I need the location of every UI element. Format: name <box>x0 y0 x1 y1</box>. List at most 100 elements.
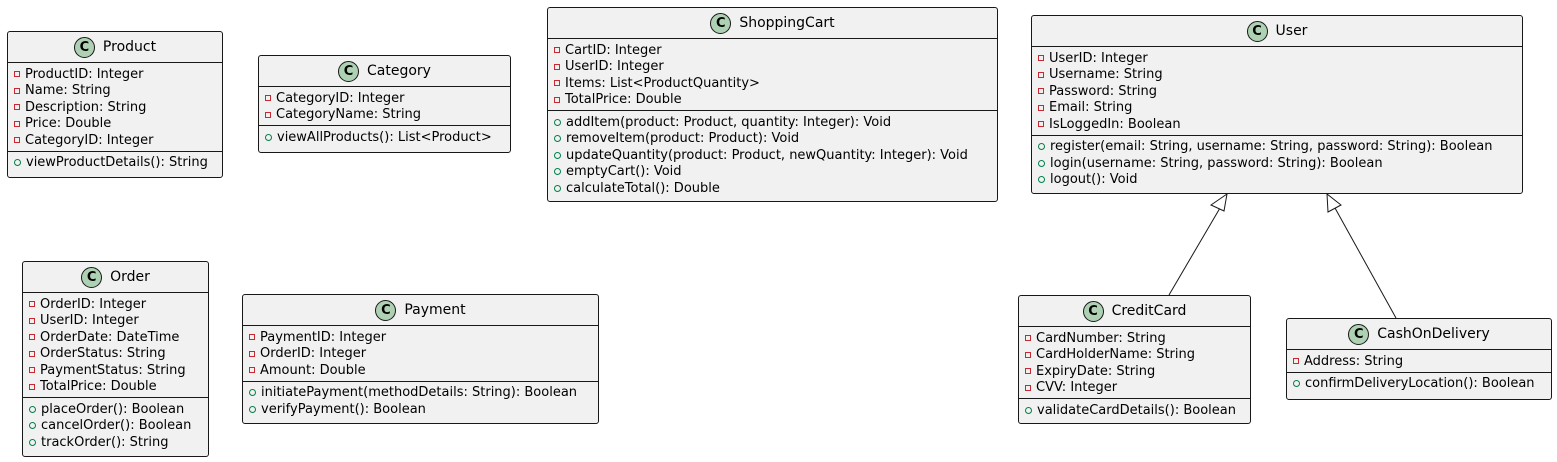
private-visibility-icon <box>29 334 35 341</box>
attribute-row: Name: String <box>8 83 222 100</box>
class-name: ShoppingCart <box>739 15 835 31</box>
private-visibility-icon <box>1025 384 1031 391</box>
method-row: confirmDeliveryLocation(): Boolean <box>1287 376 1551 393</box>
method-text: initiatePayment(methodDetails: String): … <box>261 385 578 401</box>
public-visibility-icon <box>1038 143 1045 151</box>
private-visibility-icon <box>14 71 20 78</box>
method-row: updateQuantity(product: Product, newQuan… <box>548 147 997 164</box>
attribute-text: CartID: Integer <box>565 42 662 58</box>
attribute-row: CategoryName: String <box>259 107 510 124</box>
attribute-row: IsLoggedIn: Boolean <box>1032 116 1522 133</box>
public-visibility-icon <box>14 159 21 167</box>
class-stereotype-icon: C <box>710 12 732 34</box>
attribute-row: UserID: Integer <box>23 313 208 330</box>
private-visibility-icon <box>1025 368 1031 375</box>
class-header: C ShoppingCart <box>548 8 997 39</box>
method-text: emptyCart(): Void <box>566 164 682 180</box>
method-text: logout(): Void <box>1050 172 1138 188</box>
attribute-text: CategoryName: String <box>276 107 422 123</box>
class-header: C Product <box>8 32 222 63</box>
public-visibility-icon <box>554 168 561 176</box>
class-stereotype-icon: C <box>375 299 397 321</box>
method-row: verifyPayment(): Boolean <box>243 401 598 418</box>
attribute-text: PaymentStatus: String <box>40 362 186 378</box>
attribute-row: CardNumber: String <box>1019 330 1250 347</box>
method-row: logout(): Void <box>1032 172 1522 189</box>
public-visibility-icon <box>554 118 561 126</box>
attribute-row: OrderDate: DateTime <box>23 329 208 346</box>
attribute-row: Items: List<ProductQuantity> <box>548 75 997 92</box>
attribute-text: Email: String <box>1049 100 1133 116</box>
attribute-row: CardHolderName: String <box>1019 347 1250 364</box>
class-name: Product <box>102 39 157 55</box>
attribute-row: ExpiryDate: String <box>1019 363 1250 380</box>
public-visibility-icon <box>249 389 256 397</box>
attribute-text: UserID: Integer <box>40 313 139 329</box>
attribute-text: ProductID: Integer <box>25 66 144 82</box>
private-visibility-icon <box>14 104 20 111</box>
class-name: CashOnDelivery <box>1377 326 1490 342</box>
attribute-text: Address: String <box>1304 353 1404 369</box>
attribute-row: Password: String <box>1032 83 1522 100</box>
public-visibility-icon <box>1025 406 1032 414</box>
private-visibility-icon <box>265 95 271 102</box>
private-visibility-icon <box>554 80 560 87</box>
attribute-text: UserID: Integer <box>565 59 664 75</box>
attribute-text: Amount: Double <box>260 362 366 378</box>
public-visibility-icon <box>554 184 561 192</box>
private-visibility-icon <box>249 367 255 374</box>
attribute-row: OrderStatus: String <box>23 346 208 363</box>
private-visibility-icon <box>1038 55 1044 62</box>
attribute-text: IsLoggedIn: Boolean <box>1049 116 1181 132</box>
method-row: trackOrder(): String <box>23 434 208 451</box>
private-visibility-icon <box>29 367 35 374</box>
methods-section: viewAllProducts(): List<Product> <box>259 126 510 148</box>
attribute-row: PaymentStatus: String <box>23 362 208 379</box>
attribute-row: Amount: Double <box>243 362 598 379</box>
attribute-row: CartID: Integer <box>548 42 997 59</box>
attributes-section: Address: String <box>1287 350 1551 373</box>
private-visibility-icon <box>29 383 35 390</box>
method-row: initiatePayment(methodDetails: String): … <box>243 385 598 402</box>
attribute-text: OrderDate: DateTime <box>40 329 180 345</box>
method-text: placeOrder(): Boolean <box>41 401 185 417</box>
private-visibility-icon <box>1025 335 1031 342</box>
method-row: emptyCart(): Void <box>548 164 997 181</box>
attribute-text: CategoryID: Integer <box>25 132 154 148</box>
method-row: viewProductDetails(): String <box>8 155 222 172</box>
private-visibility-icon <box>14 87 20 94</box>
method-text: login(username: String, password: String… <box>1050 155 1383 171</box>
attribute-text: PaymentID: Integer <box>260 329 387 345</box>
class-name: User <box>1275 23 1308 39</box>
class-stereotype-icon: C <box>1082 300 1104 322</box>
public-visibility-icon <box>1038 176 1045 184</box>
private-visibility-icon <box>29 301 35 308</box>
attribute-text: Items: List<ProductQuantity> <box>565 75 760 91</box>
attribute-text: OrderID: Integer <box>40 296 147 312</box>
class-name: Order <box>110 269 150 285</box>
methods-section: confirmDeliveryLocation(): Boolean <box>1287 373 1551 395</box>
attribute-row: Price: Double <box>8 116 222 133</box>
attribute-row: OrderID: Integer <box>23 296 208 313</box>
class-stereotype-icon: C <box>73 36 95 58</box>
private-visibility-icon <box>1293 358 1299 365</box>
private-visibility-icon <box>14 137 20 144</box>
attribute-row: ProductID: Integer <box>8 66 222 83</box>
method-text: register(email: String, username: String… <box>1050 139 1493 155</box>
method-row: removeItem(product: Product): Void <box>548 131 997 148</box>
